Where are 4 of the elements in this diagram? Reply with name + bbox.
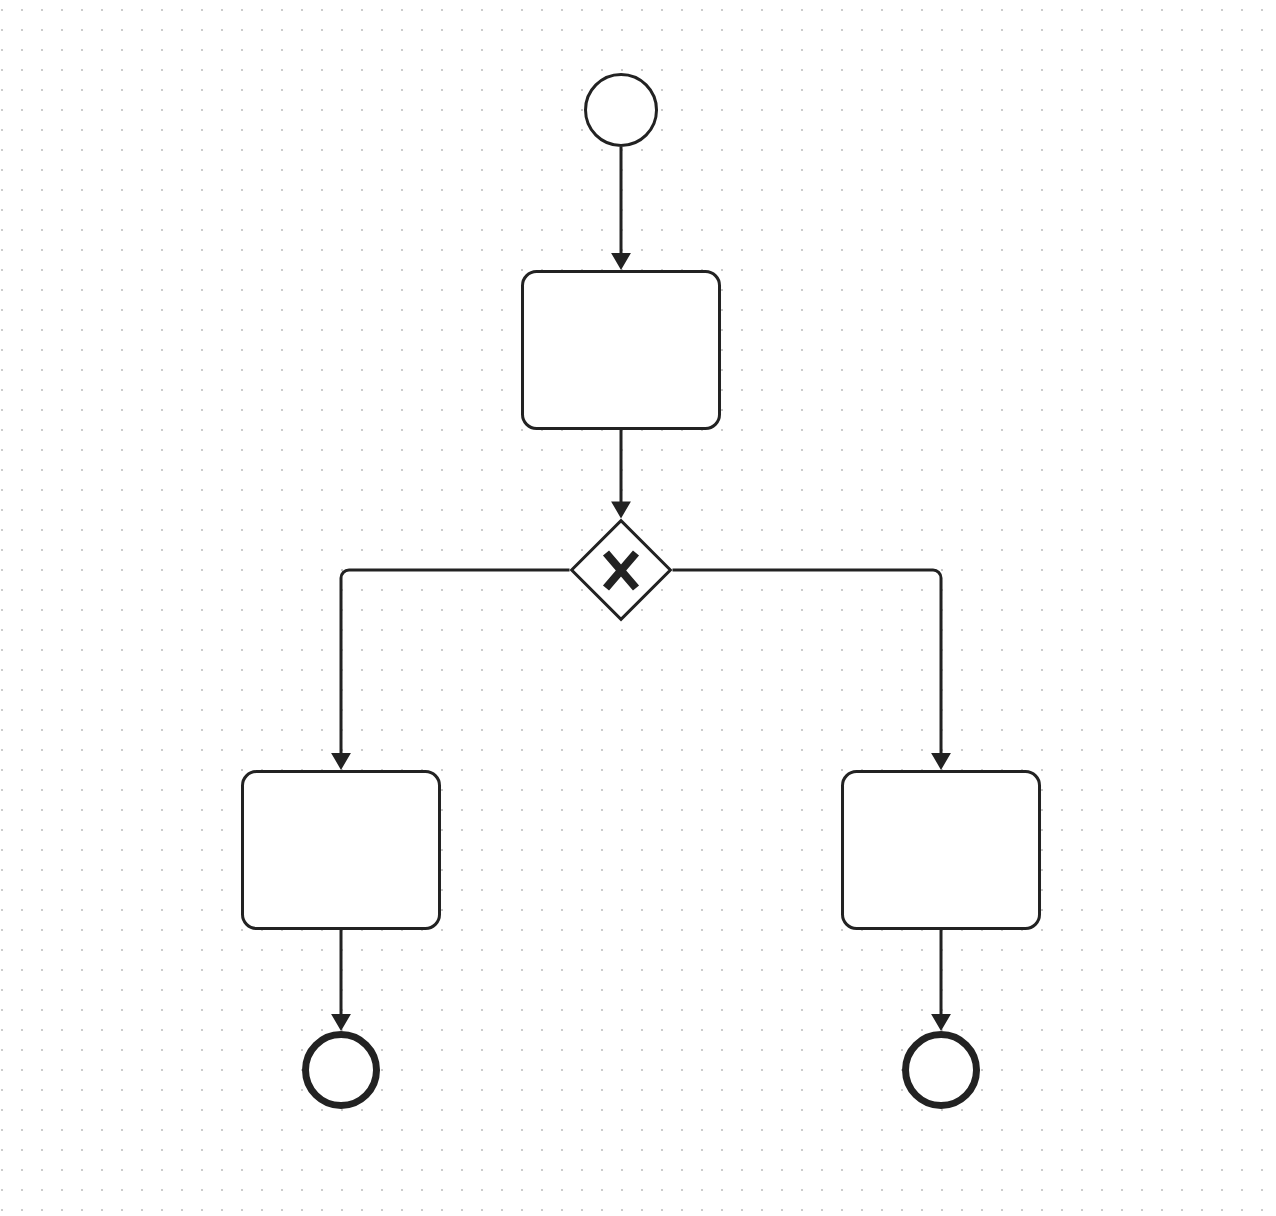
- task-box: [521, 270, 721, 430]
- task-box: [241, 770, 441, 930]
- task-box: [841, 770, 1041, 930]
- start-event-circle: [584, 73, 658, 147]
